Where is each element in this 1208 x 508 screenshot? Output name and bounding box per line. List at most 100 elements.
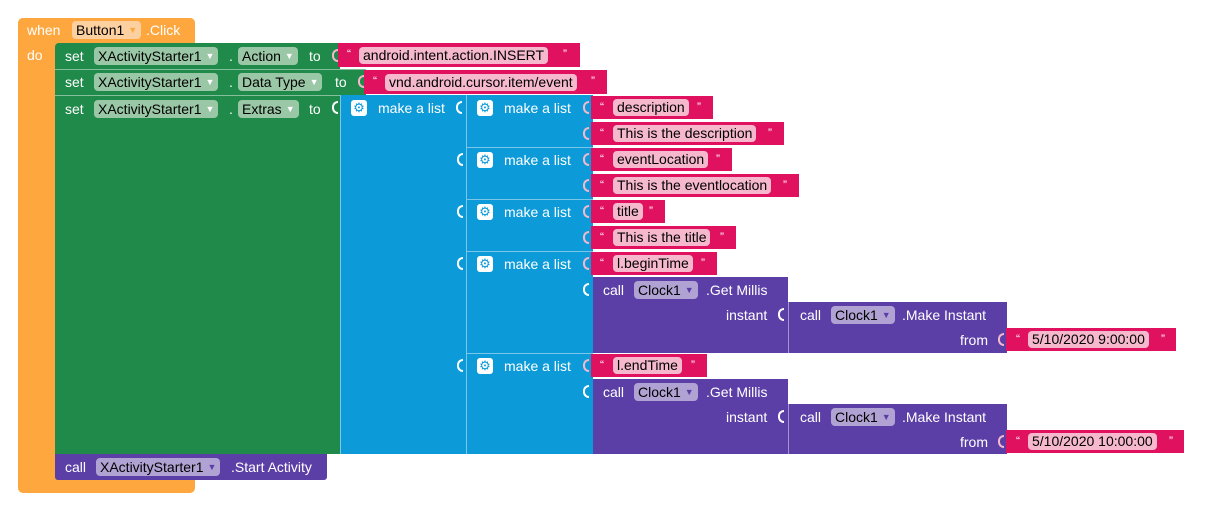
- call-label: call: [603, 384, 625, 400]
- list-socket: [457, 205, 463, 218]
- open-quote: “: [600, 126, 604, 140]
- method-name-label: .Start Activity: [231, 459, 312, 475]
- gear-icon[interactable]: ⚙: [351, 100, 367, 116]
- value-text-field[interactable]: This is the eventlocation: [613, 177, 772, 194]
- open-quote: “: [600, 256, 604, 270]
- component-name: Clock1: [835, 306, 878, 323]
- datetime-text-field[interactable]: 5/10/2020 9:00:00: [1028, 331, 1149, 348]
- key-text-field[interactable]: eventLocation: [613, 151, 709, 168]
- component-name: XActivityStarter1: [100, 458, 204, 475]
- value-socket: [583, 257, 589, 270]
- start-activity-block[interactable]: call XActivityStarter1▼ .Start Activity: [55, 454, 327, 480]
- datatype-text-field[interactable]: vnd.android.cursor.item/event: [385, 74, 577, 91]
- value-socket: [583, 359, 589, 372]
- key-text-block-endtime[interactable]: “ l.endTime ”: [591, 354, 707, 377]
- component-name: XActivityStarter1: [98, 100, 202, 117]
- key-text-field[interactable]: description: [613, 99, 689, 116]
- chevron-down-icon: ▼: [205, 76, 215, 87]
- gear-icon[interactable]: ⚙: [477, 204, 493, 220]
- chevron-down-icon: ▼: [881, 411, 891, 422]
- pair-list-block-description[interactable]: ⚙ make a list: [466, 95, 593, 147]
- chevron-down-icon: ▼: [309, 76, 319, 87]
- close-quote: ”: [649, 204, 653, 218]
- to-label: to: [309, 101, 321, 117]
- set-datatype-block[interactable]: set XActivityStarter1▼ . Data Type▼ to: [55, 69, 366, 95]
- clock-component-dropdown[interactable]: Clock1▼: [831, 408, 895, 426]
- outer-make-list-block[interactable]: ⚙ make a list: [340, 95, 467, 454]
- action-text-field[interactable]: android.intent.action.INSERT: [359, 47, 549, 64]
- from-text-block-endtime[interactable]: “ 5/10/2020 10:00:00 ”: [1006, 430, 1184, 453]
- clock-component-dropdown[interactable]: Clock1▼: [831, 306, 895, 324]
- key-text-block-begintime[interactable]: “ l.beginTime ”: [591, 252, 717, 275]
- clock-component-dropdown[interactable]: Clock1▼: [634, 383, 698, 401]
- action-text-block[interactable]: “ android.intent.action.INSERT ”: [338, 43, 580, 67]
- value-socket: [583, 205, 589, 218]
- instant-label: instant: [726, 409, 768, 425]
- close-quote: ”: [697, 100, 701, 114]
- instant-label: instant: [726, 307, 768, 323]
- key-text-field[interactable]: l.endTime: [613, 357, 682, 374]
- value-text-field[interactable]: This is the description: [613, 125, 757, 142]
- set-extras-block[interactable]: set XActivityStarter1▼ . Extras▼ to: [55, 95, 341, 454]
- open-quote: “: [600, 100, 604, 114]
- gear-icon[interactable]: ⚙: [477, 358, 493, 374]
- gear-icon[interactable]: ⚙: [477, 152, 493, 168]
- gear-icon[interactable]: ⚙: [477, 256, 493, 272]
- pair-list-block-title[interactable]: ⚙ make a list: [466, 199, 593, 251]
- key-text-field[interactable]: l.beginTime: [613, 255, 693, 272]
- method-name-label: .Make Instant: [902, 409, 987, 425]
- key-text-field[interactable]: title: [613, 203, 643, 220]
- value-socket: [583, 101, 589, 114]
- make-list-label: make a list: [378, 100, 445, 116]
- event-block-header[interactable]: when Button1▼ .Click: [18, 18, 195, 42]
- action-component-dropdown[interactable]: XActivityStarter1▼: [94, 47, 219, 65]
- list-socket: [457, 257, 463, 270]
- datetime-text-field[interactable]: 5/10/2020 10:00:00: [1028, 433, 1157, 450]
- call-label: call: [800, 307, 822, 323]
- extras-property-dropdown[interactable]: Extras▼: [238, 100, 299, 118]
- close-quote: ”: [716, 152, 720, 166]
- from-text-block-begintime[interactable]: “ 5/10/2020 9:00:00 ”: [1006, 328, 1176, 351]
- extras-component-dropdown[interactable]: XActivityStarter1▼: [94, 100, 219, 118]
- datatype-property-dropdown[interactable]: Data Type▼: [238, 73, 323, 91]
- starter-component-dropdown[interactable]: XActivityStarter1▼: [96, 458, 221, 476]
- action-property-dropdown[interactable]: Action▼: [238, 47, 298, 65]
- value-text-block-eventlocation[interactable]: “ This is the eventlocation ”: [591, 174, 799, 197]
- get-millis-block-begintime[interactable]: call Clock1▼ .Get Millis instant: [593, 277, 788, 353]
- method-name-label: .Get Millis: [706, 384, 768, 400]
- chevron-down-icon: ▼: [285, 103, 295, 114]
- value-text-block-description[interactable]: “ This is the description ”: [591, 122, 784, 145]
- close-quote: ”: [691, 358, 695, 372]
- component-name: XActivityStarter1: [98, 73, 202, 90]
- make-instant-block-begintime[interactable]: call Clock1▼ .Make Instant from: [788, 302, 1007, 353]
- value-socket: [332, 49, 338, 62]
- close-quote: ”: [1169, 434, 1173, 448]
- to-label: to: [335, 74, 347, 90]
- chevron-down-icon: ▼: [205, 50, 215, 61]
- pair-list-block-endtime[interactable]: ⚙ make a list: [466, 353, 593, 454]
- call-label: call: [65, 459, 87, 475]
- make-list-label: make a list: [504, 100, 571, 116]
- value-text-block-title[interactable]: “ This is the title ”: [591, 226, 736, 249]
- list-socket: [456, 101, 462, 114]
- set-label: set: [65, 74, 84, 90]
- from-label: from: [960, 434, 988, 450]
- clock-component-dropdown[interactable]: Clock1▼: [634, 281, 698, 299]
- dot-label: .: [229, 48, 233, 64]
- set-action-block[interactable]: set XActivityStarter1▼ . Action▼ to: [55, 43, 340, 69]
- call-label: call: [603, 282, 625, 298]
- chevron-down-icon: ▼: [684, 386, 694, 397]
- key-text-block-title[interactable]: “ title ”: [591, 200, 665, 223]
- get-millis-block-endtime[interactable]: call Clock1▼ .Get Millis instant: [593, 379, 788, 454]
- datatype-text-block[interactable]: “ vnd.android.cursor.item/event ”: [364, 70, 607, 94]
- key-text-block-eventlocation[interactable]: “ eventLocation ”: [591, 148, 732, 171]
- pair-list-block-eventlocation[interactable]: ⚙ make a list: [466, 147, 593, 199]
- call-label: call: [800, 409, 822, 425]
- key-text-block-description[interactable]: “ description ”: [591, 96, 713, 119]
- event-component-dropdown[interactable]: Button1▼: [72, 21, 142, 39]
- make-instant-block-endtime[interactable]: call Clock1▼ .Make Instant from: [788, 404, 1007, 454]
- pair-list-block-begintime[interactable]: ⚙ make a list: [466, 251, 593, 353]
- value-text-field[interactable]: This is the title: [613, 229, 711, 246]
- datatype-component-dropdown[interactable]: XActivityStarter1▼: [94, 73, 219, 91]
- gear-icon[interactable]: ⚙: [477, 100, 493, 116]
